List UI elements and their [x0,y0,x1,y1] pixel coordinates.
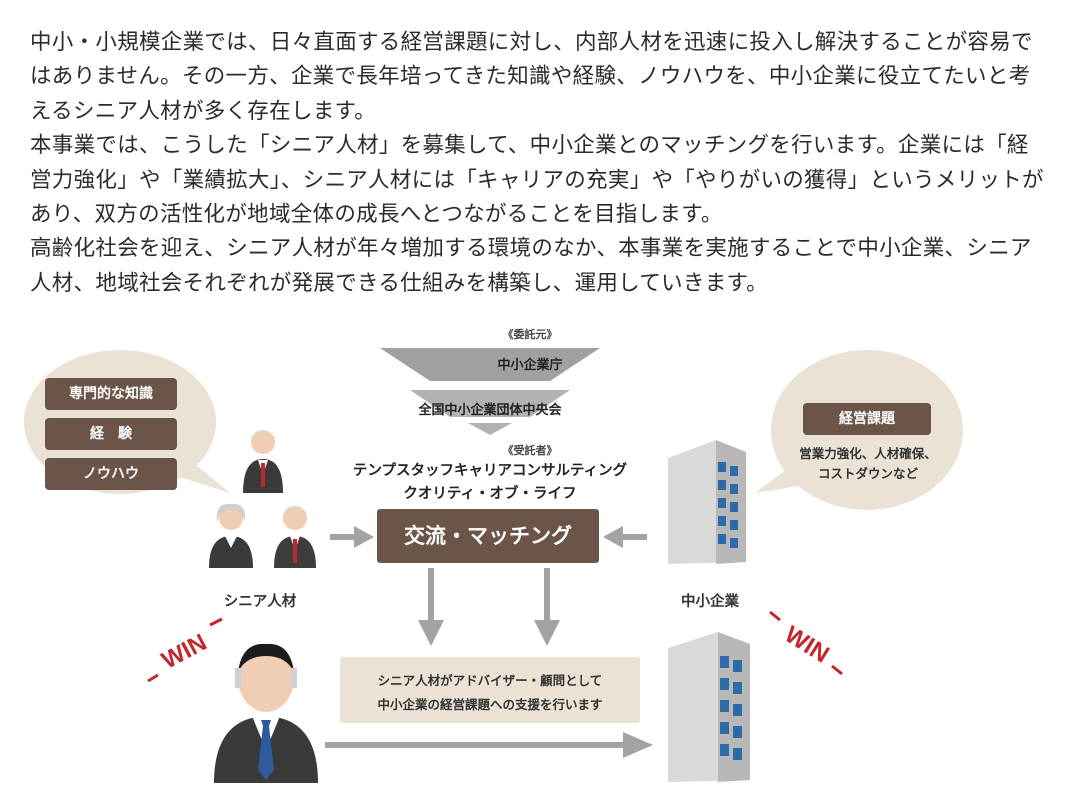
senior-person-icon [243,430,283,493]
intro-paragraph-2: 本事業では、こうした「シニア人材」を募集して、中小企業とのマッチングを行います。… [30,133,1044,228]
arrow-right-icon [330,526,374,548]
management-issue-pill: 経営課題 [803,403,931,435]
senior-woman-icon [209,503,253,568]
matching-box: 交流・マッチング [377,509,599,563]
win-right-text: WIN [780,621,834,669]
support-box [340,657,640,723]
company-label: 中小企業 [681,594,739,610]
arrow-down-icon [418,568,444,646]
senior-label: シニア人材 [223,594,297,610]
federation-name: 全国中小企業団体中央会 [418,403,562,418]
contractor-line-1: テンプスタッフキャリアコンサルティング [352,463,628,479]
commissioner-label: 《委託元》 [502,328,558,341]
intro-paragraph-1: 中小・小規模企業では、日々直面する経営課題に対し、内部人材を迅速に投入し解決する… [30,30,1033,124]
agency-name: 中小企業庁 [497,358,563,373]
businessman-icon [214,643,318,783]
win-left-badge: WIN [147,617,223,683]
skill-knowhow-pill: ノウハウ [45,458,177,490]
funnel-shape [380,348,600,435]
intro-text: 中小・小規模企業では、日々直面する経営課題に対し、内部人材を迅速に投入し解決する… [30,26,1050,301]
win-left-text: WIN [157,629,211,675]
contractor-line-2: クオリティ・オブ・ライフ [403,486,577,502]
intro-paragraph-3: 高齢化社会を迎え、シニア人材が年々増加する環境のなか、本事業を実施することで中小… [30,236,1032,296]
arrow-down-icon [534,568,560,646]
skill-knowledge-pill: 専門的な知識 [45,378,177,410]
win-right-badge: WIN [769,610,843,676]
building-icon [668,440,746,564]
senior-person-icon [274,506,316,568]
issue-line-1: 営業力強化、人材確保、 [799,446,937,461]
skill-experience-pill: 経 験 [45,418,177,450]
arrow-left-icon [603,526,647,548]
contractor-label: 《受託者》 [502,444,558,457]
support-line-2: 中小企業の経営課題への支援を行います [377,697,603,712]
arrow-right-long-icon [325,732,653,758]
support-line-1: シニア人材がアドバイザー・顧問として [377,673,603,688]
building-icon [668,632,750,782]
issue-line-2: コストダウンなど [817,466,918,481]
